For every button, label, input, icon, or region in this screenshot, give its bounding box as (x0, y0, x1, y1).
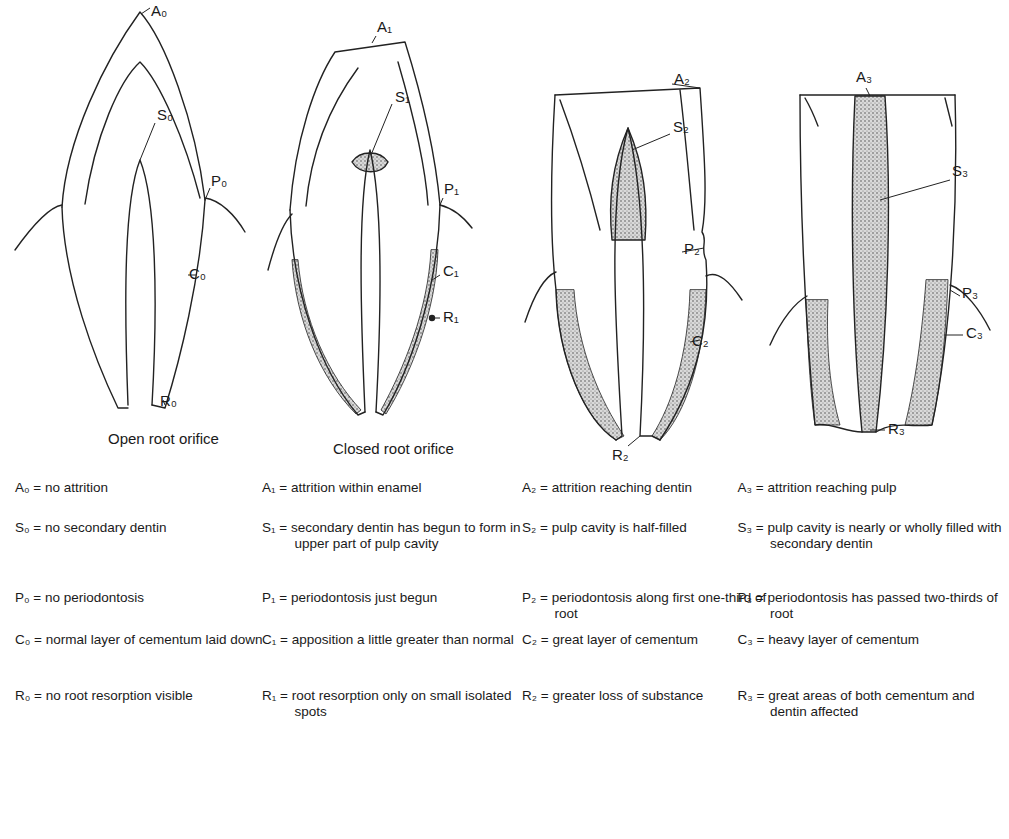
definition-text: S₁ = secondary dentin has begun to form … (262, 520, 534, 551)
tooth-slightly-worn (268, 42, 472, 415)
callout-label: A₁ (377, 18, 392, 35)
callout-label: S₁ (395, 88, 410, 105)
tooth-worn-to-pulp (770, 95, 990, 432)
tooth-unworn (15, 12, 245, 408)
definition-text: A₃ = attrition reaching pulp (738, 480, 1005, 496)
definition-text: A₁ = attrition within enamel (262, 480, 534, 496)
definition-text: S₀ = no secondary dentin (15, 520, 282, 536)
callout-label: A₂ (674, 70, 690, 87)
callout-label: R₃ (888, 420, 905, 437)
callout-label: R₀ (160, 392, 177, 409)
callout-label: P₃ (962, 284, 978, 301)
callout-label: A₃ (856, 68, 872, 85)
definition-text: R₁ = root resorption only on small isola… (262, 688, 534, 719)
leader-lines (140, 8, 963, 446)
callout-label: R₂ (612, 446, 629, 463)
callout-label: S₀ (157, 106, 173, 123)
tooth-worn-to-dentin (525, 88, 742, 440)
callout-label: P₂ (684, 240, 700, 257)
callout-label: S₃ (952, 162, 968, 179)
callout-label: A₀ (151, 2, 167, 19)
definition-text: A₀ = no attrition (15, 480, 282, 496)
callout-label: C₃ (966, 324, 983, 341)
callout-label: C₂ (692, 332, 709, 349)
definition-text: R₀ = no root resorption visible (15, 688, 282, 704)
callout-label: R₁ (443, 308, 459, 325)
callout-label: Open root orifice (108, 430, 219, 447)
definition-text: P₁ = periodontosis just begun (262, 590, 534, 606)
callout-label: Closed root orifice (333, 440, 454, 457)
definition-text: R₃ = great areas of both cementum and de… (738, 688, 1005, 719)
definition-text: S₃ = pulp cavity is nearly or wholly fil… (738, 520, 1005, 551)
definition-text: C₀ = normal layer of cementum laid down (15, 632, 282, 648)
definition-text: C₃ = heavy layer of cementum (738, 632, 1005, 648)
callout-label: C₁ (443, 262, 459, 279)
callout-label: C₀ (189, 265, 206, 282)
callout-label: P₀ (211, 172, 227, 189)
callout-label: P₁ (444, 180, 459, 197)
definition-text: P₃ = periodontosis has passed two-thirds… (738, 590, 1005, 621)
definition-text: C₁ = apposition a little greater than no… (262, 632, 534, 648)
definition-text: P₀ = no periodontosis (15, 590, 282, 606)
callout-label: S₂ (673, 118, 689, 135)
